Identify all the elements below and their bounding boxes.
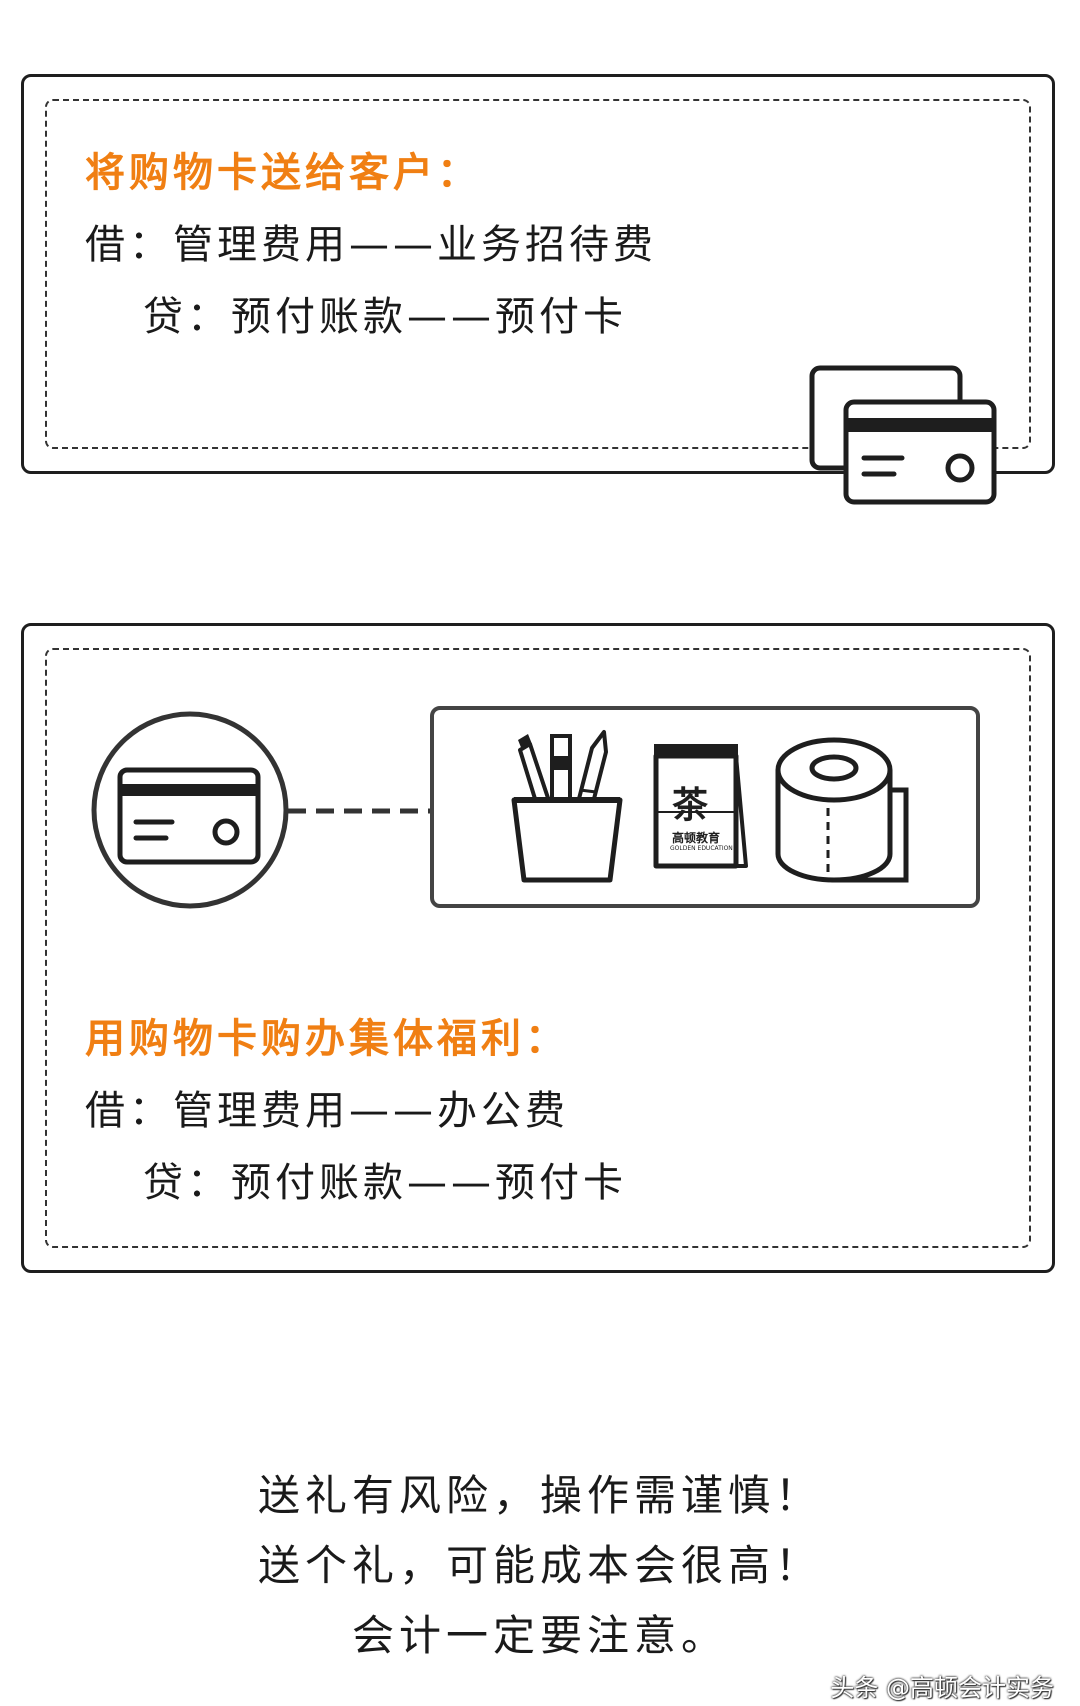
pen-holder-icon	[511, 730, 623, 883]
closing-line-1: 送礼有风险，操作需谨慎！	[257, 1471, 822, 1520]
closing-line-2: 送个礼，可能成本会很高！	[257, 1541, 822, 1590]
credit-entry-gift: 贷：预付账款——预付卡	[143, 294, 627, 340]
tissue-roll-icon	[775, 737, 909, 883]
section-heading-welfare: 用购物卡购办集体福利：	[85, 1016, 569, 1062]
credit-entry-welfare: 贷：预付账款——预付卡	[143, 1160, 627, 1206]
tea-bag-icon	[653, 744, 748, 869]
closing-line-3: 会计一定要注意。	[351, 1611, 728, 1660]
tea-label: 茶	[672, 785, 709, 826]
dashed-border	[45, 648, 1031, 1248]
dashed-connector	[288, 808, 430, 814]
credit-card-icon	[91, 711, 289, 909]
section-heading-gift: 将购物卡送给客户：	[85, 150, 481, 196]
debit-entry-welfare: 借：管理费用——办公费	[85, 1088, 569, 1134]
dashed-border	[45, 99, 1031, 449]
tea-brand-sub: GOLDEN EDUCATION	[670, 845, 733, 852]
debit-entry-gift: 借：管理费用——业务招待费	[85, 222, 657, 268]
credit-cards-icon	[809, 365, 997, 505]
gift-to-client-card	[21, 74, 1055, 474]
tea-brand: 高顿教育	[672, 831, 721, 845]
watermark: 头条 @高顿会计实务	[830, 1674, 1054, 1702]
